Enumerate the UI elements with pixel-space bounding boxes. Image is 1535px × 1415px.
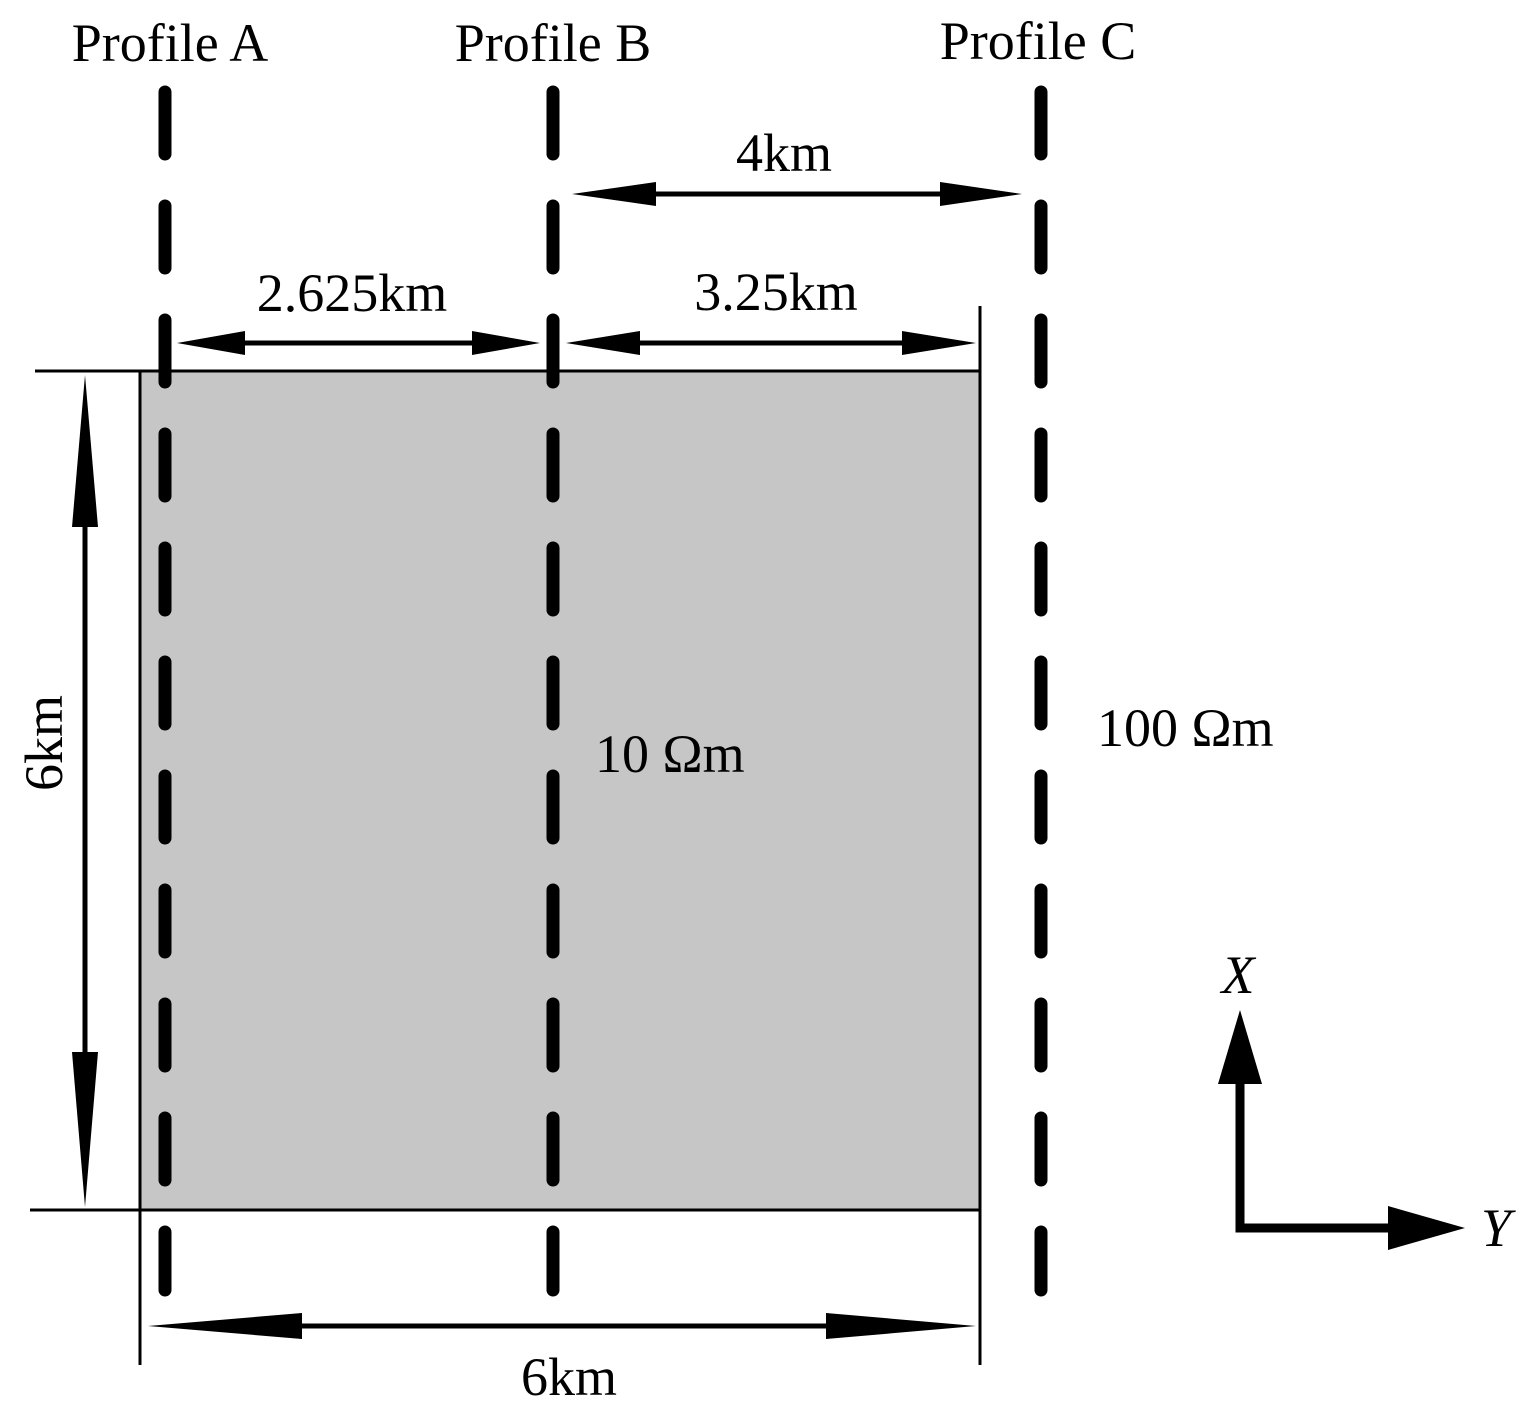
profile-c-label: Profile C	[940, 11, 1137, 71]
y-axis-arrowhead	[1388, 1206, 1465, 1250]
dimension-arrow-b-to-c	[572, 182, 1022, 206]
y-axis-label: Y	[1481, 1198, 1516, 1258]
dimension-b-to-c-label: 4km	[736, 123, 832, 183]
dimension-b-to-right-label: 3.25km	[694, 262, 858, 322]
dimension-width-label: 6km	[521, 1347, 617, 1407]
outside-resistivity-label: 100 Ωm	[1097, 698, 1274, 758]
profile-a-label: Profile A	[72, 13, 269, 73]
dimension-arrow-b-to-right	[566, 331, 976, 355]
dimension-arrow-height	[72, 375, 98, 1207]
x-axis-arrowhead	[1218, 1010, 1262, 1084]
dimension-height-label: 6km	[14, 695, 74, 791]
dimension-arrow-width	[148, 1313, 976, 1339]
dimension-a-to-b-label: 2.625km	[257, 263, 448, 323]
axes-indicator	[1218, 1010, 1465, 1250]
dimension-arrow-a-to-b	[177, 331, 540, 355]
conductive-block	[138, 369, 982, 1212]
profile-b-label: Profile B	[455, 13, 652, 73]
inside-resistivity-label: 10 Ωm	[595, 724, 745, 784]
x-axis-label: X	[1220, 945, 1257, 1005]
